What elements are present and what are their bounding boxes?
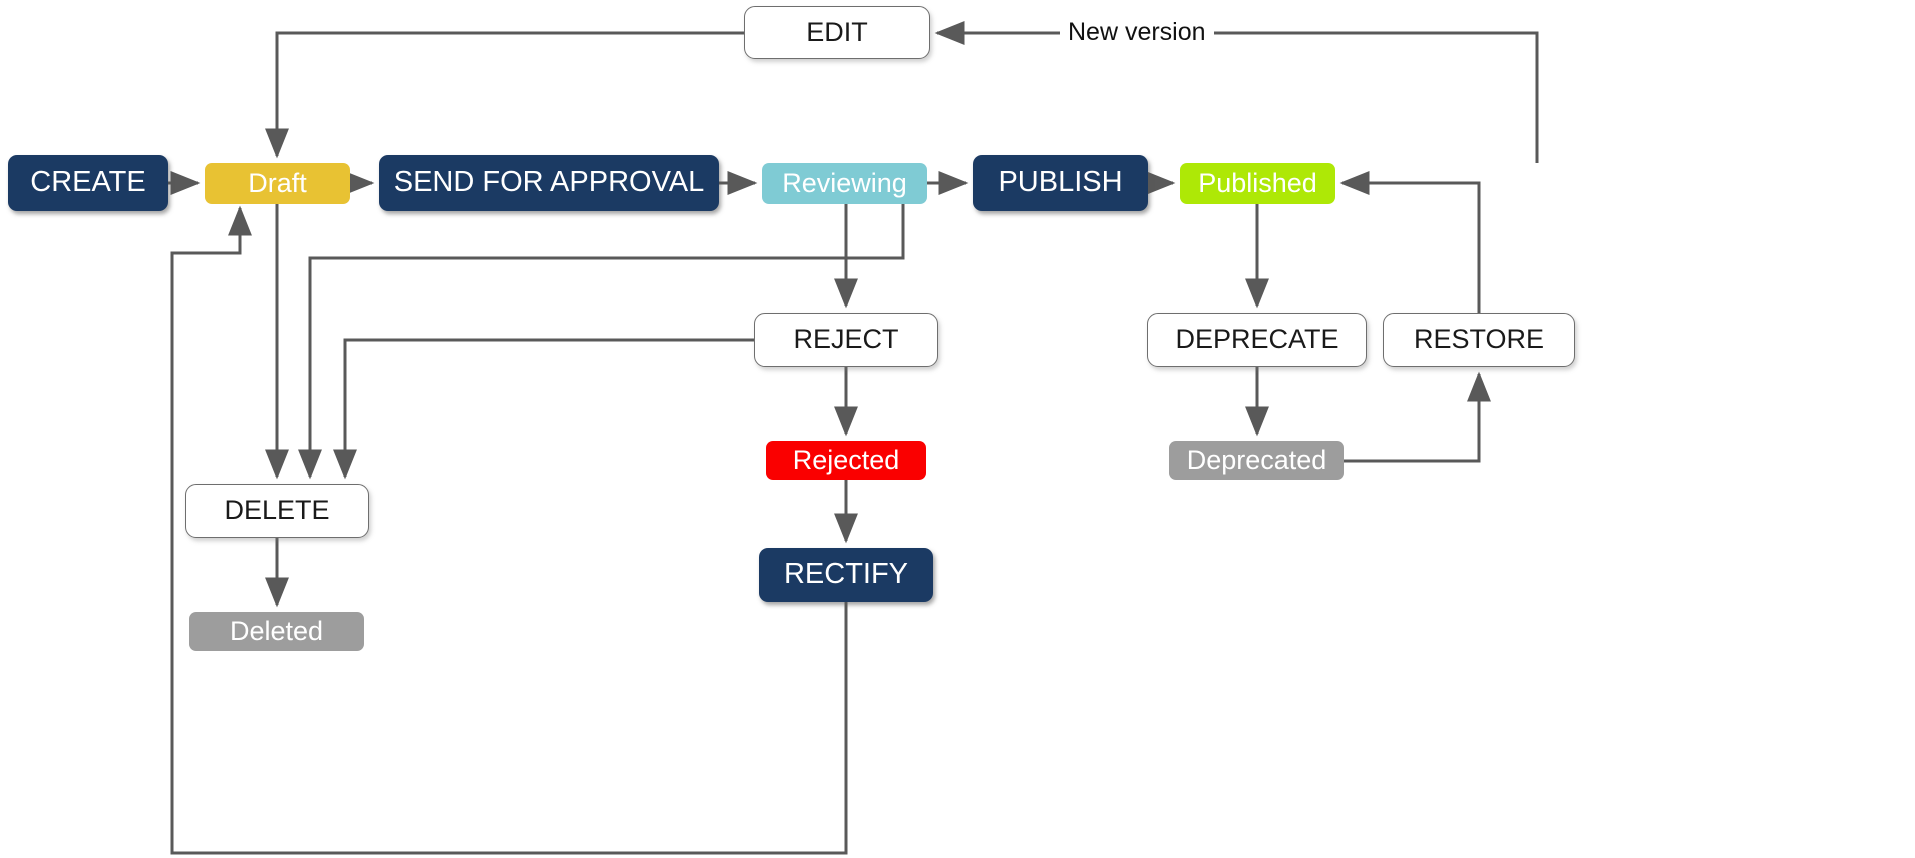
node-delete[interactable]: DELETE: [185, 484, 369, 538]
node-deprecate-label: DEPRECATE: [1175, 324, 1339, 355]
node-reviewing[interactable]: Reviewing: [762, 163, 927, 204]
node-send-for-approval[interactable]: SEND FOR APPROVAL: [379, 155, 719, 211]
edge-deprecated-restore: [1344, 371, 1491, 463]
edge-rectify-draft: [170, 205, 848, 855]
node-publish-label: PUBLISH: [998, 166, 1123, 199]
node-send-for-approval-label: SEND FOR APPROVAL: [393, 166, 705, 199]
node-publish[interactable]: PUBLISH: [973, 155, 1148, 211]
edge-label-new-version: New version: [1060, 18, 1214, 47]
edge-reviewing-delete: [298, 204, 905, 480]
edge-edit-draft: [265, 31, 744, 159]
node-reviewing-label: Reviewing: [782, 167, 907, 198]
node-published-label: Published: [1198, 167, 1317, 198]
node-rectify[interactable]: RECTIFY: [759, 548, 933, 602]
node-delete-label: DELETE: [224, 495, 330, 526]
node-rectify-label: RECTIFY: [783, 558, 909, 591]
edge-published-edit: [934, 21, 1539, 163]
node-edit-label: EDIT: [806, 16, 868, 47]
node-deprecated[interactable]: Deprecated: [1169, 441, 1344, 480]
edge-restore-published: [1339, 171, 1481, 313]
node-create-label: CREATE: [30, 166, 146, 199]
edge-reject-delete: [333, 338, 754, 480]
node-create[interactable]: CREATE: [8, 155, 168, 211]
node-rejected[interactable]: Rejected: [766, 441, 926, 480]
node-reject[interactable]: REJECT: [754, 313, 938, 367]
node-rejected-label: Rejected: [792, 444, 900, 475]
node-reject-label: REJECT: [793, 324, 899, 355]
node-restore-label: RESTORE: [1413, 324, 1545, 355]
node-published[interactable]: Published: [1180, 163, 1335, 204]
node-draft-label: Draft: [248, 167, 307, 198]
node-edit[interactable]: EDIT: [744, 6, 930, 59]
node-draft[interactable]: Draft: [205, 163, 350, 204]
node-deleted-label: Deleted: [229, 615, 324, 646]
node-deprecate[interactable]: DEPRECATE: [1147, 313, 1367, 367]
node-restore[interactable]: RESTORE: [1383, 313, 1575, 367]
node-deleted[interactable]: Deleted: [189, 612, 364, 651]
node-deprecated-label: Deprecated: [1186, 444, 1327, 475]
